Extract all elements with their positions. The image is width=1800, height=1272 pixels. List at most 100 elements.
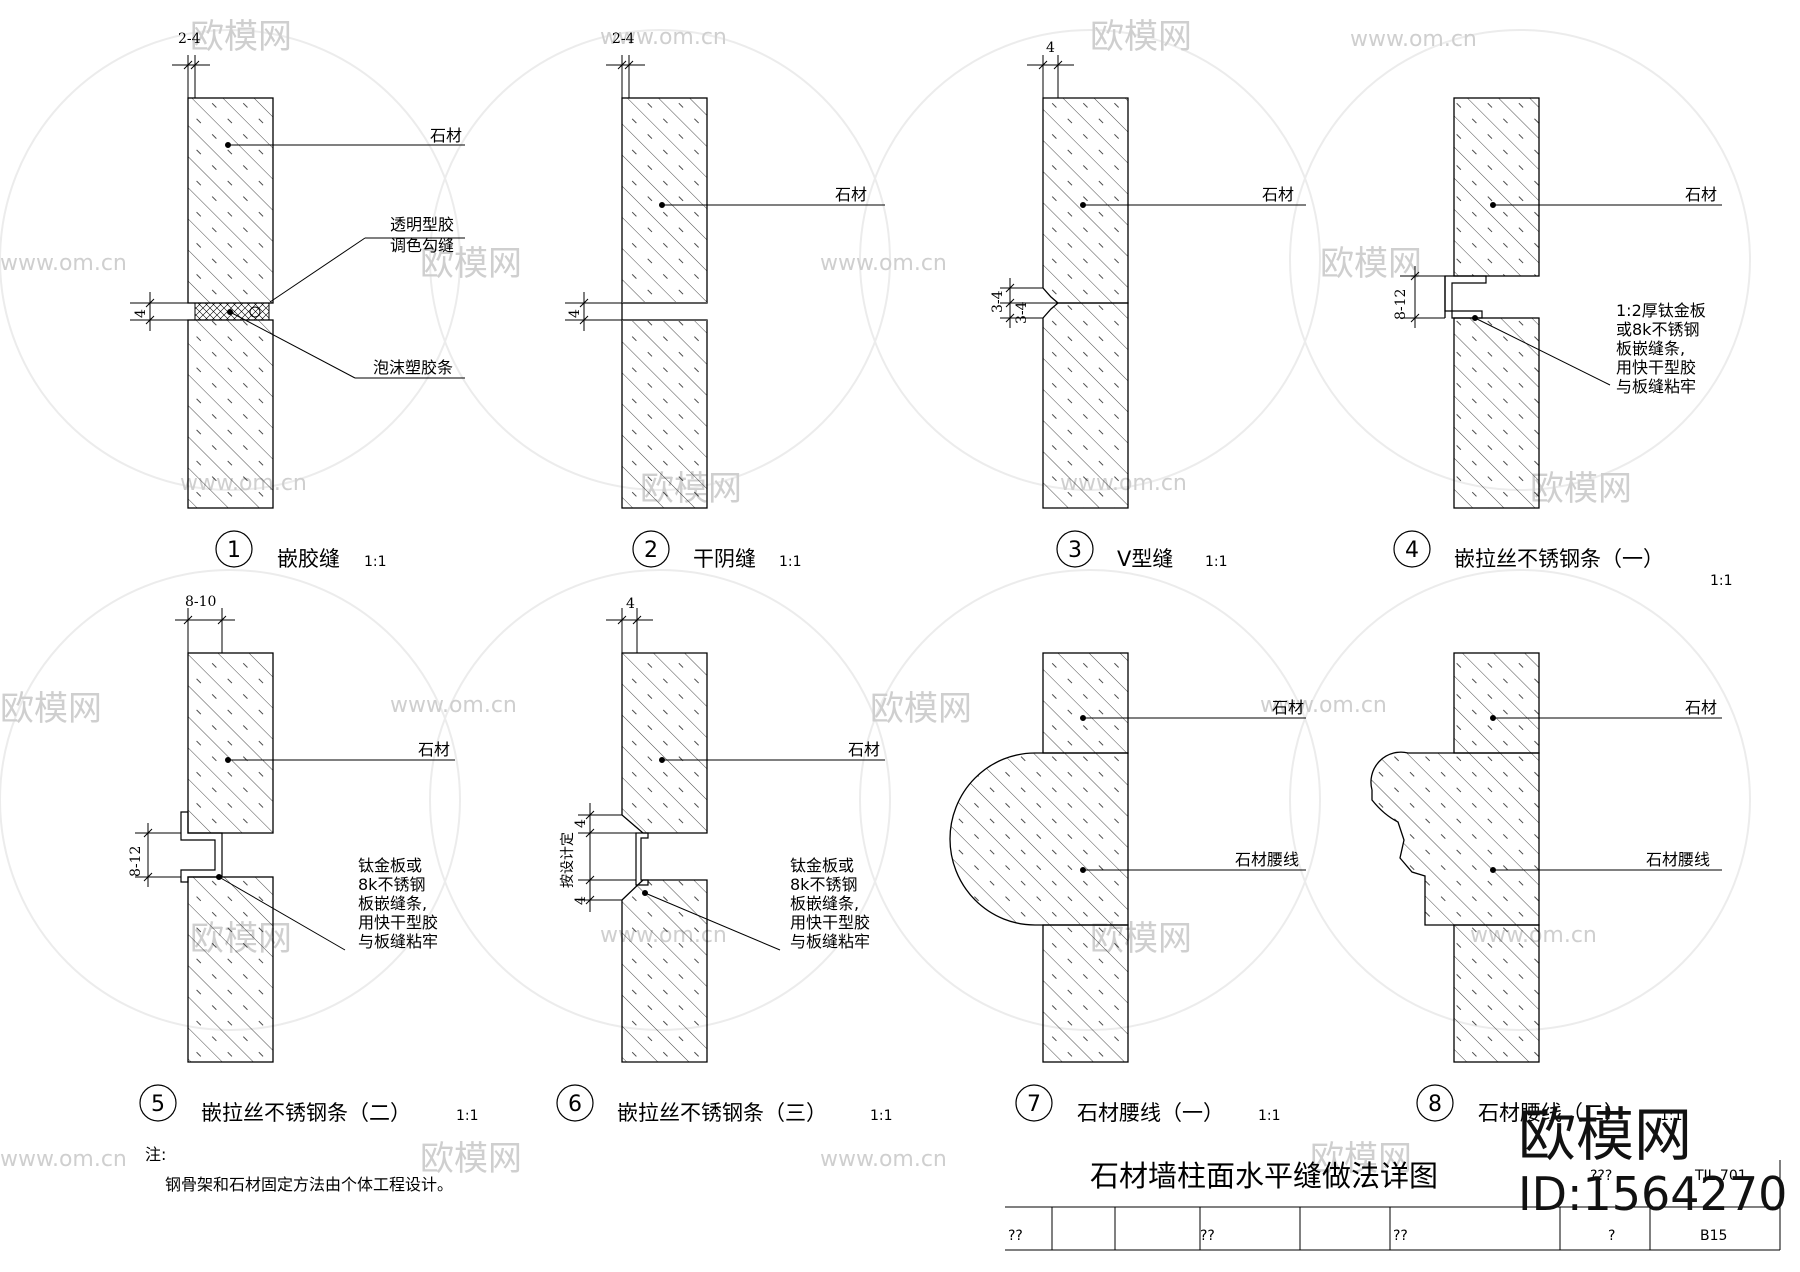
svg-text:4: 4 [626,596,635,612]
dim-joint [130,292,188,331]
stone-panel-lower [187,876,274,1063]
svg-text:石材腰线（一）: 石材腰线（一） [1077,1101,1224,1125]
dim-joint [1000,278,1058,328]
leaders [642,757,885,951]
note: 注: 钢骨架和石材固定方法由个体工程设计。 [145,1145,453,1194]
svg-text:与板缝粘牢: 与板缝粘牢 [790,932,870,951]
watermark-texts: 欧模网 欧模网 www.om.cn www.om.cn 欧模网 欧模网 www.… [0,17,1632,1179]
detail-5-caption: 5 嵌拉丝不锈钢条（二） 1:1 [139,1084,479,1125]
svg-text:欧模网: 欧模网 [1090,17,1192,57]
svg-text:4: 4 [567,309,583,318]
svg-text:透明型胶: 透明型胶 [390,215,454,234]
detail-4-caption: 4 嵌拉丝不锈钢条（一） 1:1 [1393,530,1733,589]
svg-text:4: 4 [1405,538,1419,563]
svg-text:4: 4 [573,819,589,828]
title-block [1005,1160,1781,1251]
svg-text:6: 6 [568,1092,582,1117]
svg-text:8-12: 8-12 [1393,289,1409,320]
svg-text:www.om.cn: www.om.cn [390,693,517,718]
detail-8-caption: 8 石材腰线（二） 1:1 [1416,1084,1683,1125]
detail-2-caption: 2 干阴缝 1:1 [632,530,802,571]
stone-panel-lower [1453,317,1540,509]
leaders [1472,202,1722,386]
leaders [225,142,465,379]
stone-panel-upper [1042,97,1129,304]
leaders [1490,715,1722,873]
stone-panel-upper [187,652,274,834]
svg-text:3-4: 3-4 [990,290,1006,313]
svg-text:www.om.cn: www.om.cn [820,251,947,276]
steel-strip [1444,275,1487,319]
stone-panel-lower [1042,924,1129,1063]
svg-text:钛金板或: 钛金板或 [790,856,854,875]
svg-text:8: 8 [1428,1092,1442,1117]
svg-text:石材: 石材 [1685,185,1717,204]
stone-panel-lower [621,879,708,1063]
svg-text:干阴缝: 干阴缝 [693,547,756,571]
stone-panel-upper [621,652,708,834]
svg-text:欧模网: 欧模网 [1530,469,1632,509]
svg-text:用快干型胶: 用快干型胶 [1616,358,1696,377]
detail-1: 2-4 4 石材 透明型胶 调色勾缝 泡沫塑胶条 1 嵌胶缝 1:1 [130,31,465,571]
leaders [1080,202,1306,208]
stone-panel-lower [1042,302,1129,509]
svg-text:钢骨架和石材固定方法由个体工程设计。: 钢骨架和石材固定方法由个体工程设计。 [165,1175,453,1194]
svg-text:www.om.cn: www.om.cn [1350,27,1477,52]
svg-text:欧模网: 欧模网 [420,244,522,284]
svg-text:石材: 石材 [430,126,462,145]
leaders [1080,715,1306,873]
detail-7-caption: 7 石材腰线（一） 1:1 [1015,1084,1281,1125]
svg-text:1:1: 1:1 [779,554,802,570]
svg-text:注:: 注: [145,1145,166,1164]
stone-panel-upper [621,97,708,304]
stone-panel-lower [1453,924,1540,1063]
dim-joint [1400,266,1445,328]
svg-text:板嵌缝条,: 板嵌缝条, [358,894,427,913]
svg-text:欧模网: 欧模网 [870,689,972,729]
stone-panel-upper [1042,652,1129,754]
svg-text:1:1: 1:1 [1660,1108,1683,1124]
svg-text:板嵌缝条,: 板嵌缝条, [1616,339,1685,358]
tb-cell-5: B15 [1700,1228,1727,1244]
tb-code: TJL 701 [1694,1168,1747,1184]
svg-text:1:1: 1:1 [870,1108,893,1124]
watermark-id: ID:1564270 [1518,1167,1787,1221]
svg-text:石材: 石材 [835,185,867,204]
svg-text:7: 7 [1027,1092,1041,1117]
tb-code2: ??? [1590,1168,1612,1184]
steel-strip [635,832,649,886]
dim-joint [578,803,636,912]
svg-text:欧模网: 欧模网 [0,689,102,729]
svg-text:石材: 石材 [1262,185,1294,204]
steel-strip [180,811,223,883]
svg-text:1:1: 1:1 [1258,1108,1281,1124]
stone-panel-lower [621,319,708,509]
detail-3: 4 3-4 3-4 石材 3 V型缝 1:1 [990,40,1306,571]
svg-text:嵌胶缝: 嵌胶缝 [277,547,340,571]
svg-text:www.om.cn: www.om.cn [820,1147,947,1172]
svg-text:1:1: 1:1 [364,554,387,570]
stone-waist-band [949,752,1129,926]
tb-cell-1: ?? [1008,1228,1023,1244]
detail-8: 石材 石材腰线 8 石材腰线（二） 1:1 [1370,652,1722,1125]
svg-text:1:1: 1:1 [1710,573,1733,589]
leaders [216,757,455,951]
dim-joint [565,292,622,331]
tb-cell-3: ?? [1393,1228,1408,1244]
tb-cell-2: ?? [1200,1228,1215,1244]
svg-text:www.om.cn: www.om.cn [1260,693,1387,718]
detail-3-caption: 3 V型缝 1:1 [1056,530,1228,571]
svg-text:用快干型胶: 用快干型胶 [358,913,438,932]
stone-panel-upper [1453,652,1540,754]
detail-2: 2-4 4 石材 2 干阴缝 1:1 [565,31,885,571]
svg-text:嵌拉丝不锈钢条（二）: 嵌拉丝不锈钢条（二） [201,1101,411,1125]
svg-text:嵌拉丝不锈钢条（三）: 嵌拉丝不锈钢条（三） [617,1101,827,1125]
svg-text:或8k不锈钢: 或8k不锈钢 [1616,320,1699,339]
svg-text:4: 4 [133,309,149,318]
svg-text:石材腰线（二）: 石材腰线（二） [1478,1101,1625,1125]
svg-text:石材腰线: 石材腰线 [1646,850,1710,869]
tb-cell-4: ? [1608,1228,1615,1244]
svg-text:8-12: 8-12 [128,846,144,877]
svg-text:4: 4 [573,896,589,905]
svg-text:钛金板或: 钛金板或 [358,856,422,875]
